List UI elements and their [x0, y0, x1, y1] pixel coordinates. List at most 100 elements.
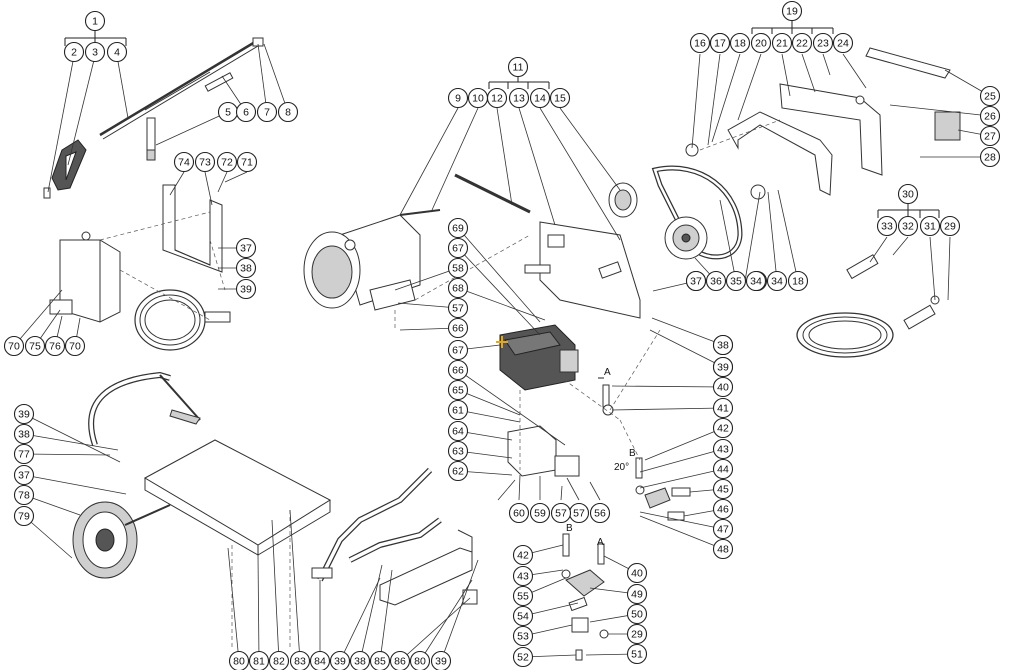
letter-b-lower: B: [566, 523, 573, 534]
callout-number: 75: [29, 341, 41, 353]
callout-bubble: 29: [939, 215, 961, 237]
callout-bubble: 14: [529, 87, 551, 109]
callout-circle: [228, 650, 250, 670]
callout-bubble: 37: [685, 270, 707, 292]
callout-number: 62: [452, 466, 464, 478]
callout-bubble: 36: [705, 270, 727, 292]
callout-number: 38: [354, 656, 366, 668]
callout-circle: [626, 643, 648, 665]
callout-bubble: 39: [712, 356, 734, 378]
callout-bubble: 23: [812, 32, 834, 54]
callout-circle: [447, 217, 469, 239]
callout-number: 50: [631, 609, 643, 621]
callout-circle: [512, 646, 534, 668]
callout-number: 85: [374, 656, 386, 668]
callout-bubble: 37: [235, 237, 257, 259]
callout-bubble: 42: [512, 544, 534, 566]
callout-number: 67: [452, 345, 464, 357]
spray-wand: [99, 37, 264, 161]
callout-number: 39: [334, 656, 346, 668]
callout-circle: [512, 605, 534, 627]
callout-number: 3: [92, 47, 98, 59]
callout-bubble: 42: [712, 417, 734, 439]
letter-a-lower: A: [597, 537, 604, 548]
callout-number: 57: [573, 508, 585, 520]
callout-bubble: 80: [409, 650, 431, 670]
callout-number: 78: [18, 490, 30, 502]
callout-bubble: 81: [248, 650, 270, 670]
callout-circle: [235, 237, 257, 259]
callout-circle: [486, 87, 508, 109]
high-pressure-hose: [796, 254, 940, 358]
callout-number: 9: [455, 93, 461, 105]
callout-bubble: 54: [512, 605, 534, 627]
callout-bubble: 18: [729, 32, 751, 54]
callout-number: 40: [717, 382, 729, 394]
callout-circle: [712, 478, 734, 500]
callout-circle: [685, 270, 707, 292]
callout-number: 25: [984, 91, 996, 103]
callout-circle: [791, 32, 813, 54]
callout-circle: [729, 32, 751, 54]
callout-circle: [626, 603, 648, 625]
callout-number: 1: [92, 16, 98, 28]
callout-bubble: 45: [712, 478, 734, 500]
callout-circle: [447, 339, 469, 361]
callout-circle: [508, 502, 530, 524]
callout-circle: [447, 379, 469, 401]
callout-circle: [173, 151, 195, 173]
callout-bubble: 35: [725, 270, 747, 292]
callout-number: 63: [452, 446, 464, 458]
leader-lines: [13, 43, 991, 662]
callout-circle: [709, 32, 731, 54]
callout-number: 37: [690, 276, 702, 288]
callout-number: 54: [517, 611, 529, 623]
callout-bubble: 15: [549, 87, 571, 109]
callout-number: 84: [314, 656, 326, 668]
callout-bubble: 84: [309, 650, 331, 670]
key-shaft: [454, 173, 531, 214]
callout-bubble: 38: [712, 334, 734, 356]
callout-circle: [626, 583, 648, 605]
pump-mount: [507, 425, 580, 477]
callout-circle: [712, 498, 734, 520]
callout-bubble: 74: [173, 151, 195, 173]
callout-circle: [235, 101, 257, 123]
callout-bubble: 71: [236, 151, 258, 173]
callout-number: 60: [513, 508, 525, 520]
callout-bubble: 86: [389, 650, 411, 670]
callout-bubble: 33: [876, 215, 898, 237]
callout-circle: [626, 623, 648, 645]
callout-bubble: 62: [447, 460, 469, 482]
callout-bubble: 63: [447, 440, 469, 462]
callout-bubble: 83: [289, 650, 311, 670]
callout-circle: [349, 650, 371, 670]
callout-number: 43: [517, 571, 529, 583]
callout-circle: [787, 270, 809, 292]
callout-circle: [712, 397, 734, 419]
callout-circle: [289, 650, 311, 670]
callout-bubble: 22: [791, 32, 813, 54]
callout-bubble: 75: [24, 335, 46, 357]
callout-bubble: 8: [277, 101, 299, 123]
callout-number: 39: [435, 656, 447, 668]
callout-bubble: 68: [447, 277, 469, 299]
electric-motor: [303, 209, 441, 311]
callout-number: 38: [717, 340, 729, 352]
callout-bubble: 6: [235, 101, 257, 123]
callout-number: 27: [984, 131, 996, 143]
callout-circle: [689, 32, 711, 54]
callout-number: 34: [750, 276, 762, 288]
spray-gun: [43, 139, 87, 199]
callout-circle: [216, 151, 238, 173]
callout-number: 36: [710, 276, 722, 288]
callout-circle: [626, 562, 648, 584]
callout-number: 19: [786, 6, 798, 18]
callout-circle: [712, 356, 734, 378]
callout-number: 56: [594, 508, 606, 520]
unloader-valve: [602, 384, 691, 521]
callout-number: 44: [717, 464, 729, 476]
callout-circle: [248, 650, 270, 670]
electrical-box: [49, 231, 231, 351]
